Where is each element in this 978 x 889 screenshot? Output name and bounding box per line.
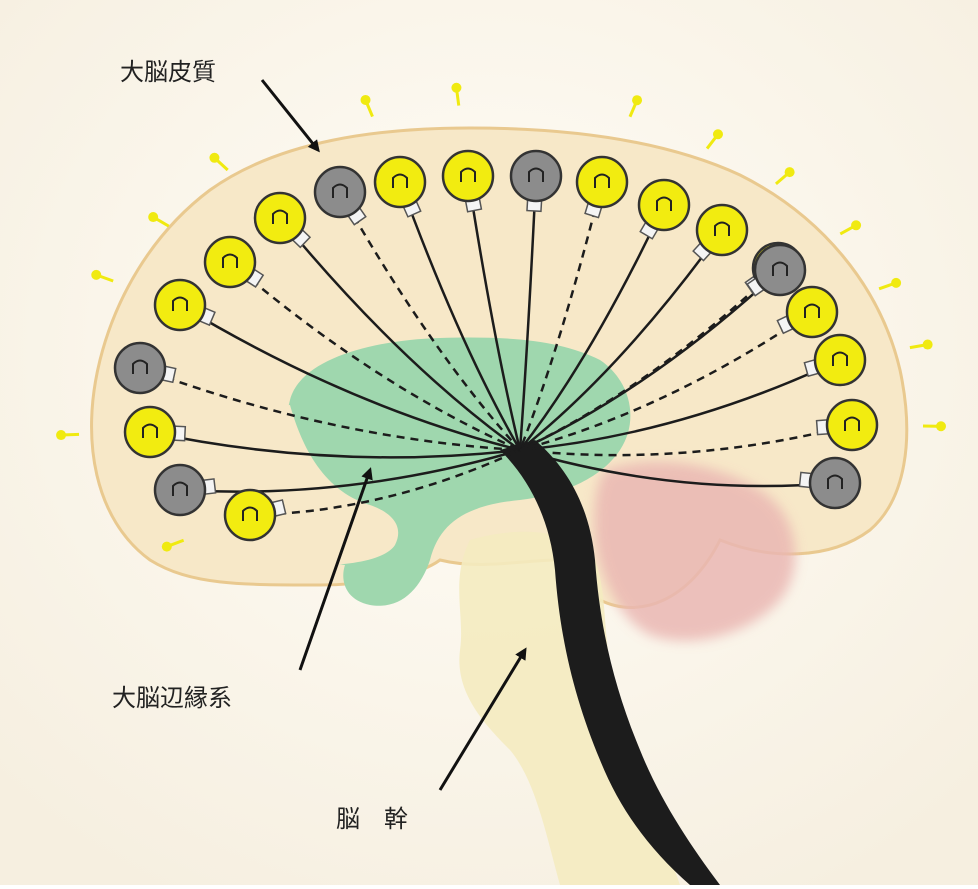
bulb-glass bbox=[155, 465, 205, 515]
bulb-glass bbox=[375, 157, 425, 207]
ray-dot bbox=[209, 153, 219, 163]
cerebral-cortex-label: 大脳皮質 bbox=[120, 52, 216, 87]
ray-dot bbox=[851, 220, 861, 230]
bulb-glass bbox=[155, 280, 205, 330]
ray-dot bbox=[148, 212, 158, 222]
bulb-glass bbox=[639, 180, 689, 230]
ray-dot bbox=[923, 340, 933, 350]
bulb-glass bbox=[115, 343, 165, 393]
bulb-glass bbox=[697, 205, 747, 255]
ray-dot bbox=[162, 542, 172, 552]
ray-dot bbox=[56, 430, 66, 440]
bulb-glass bbox=[443, 151, 493, 201]
bulb-glass bbox=[511, 151, 561, 201]
bulb-glass bbox=[787, 287, 837, 337]
bulb-glass bbox=[577, 157, 627, 207]
ray-dot bbox=[632, 95, 642, 105]
ray-dot bbox=[891, 278, 901, 288]
bulb-glass bbox=[125, 407, 175, 457]
ray-dot bbox=[361, 95, 371, 105]
ray-dot bbox=[91, 270, 101, 280]
bulb-glass bbox=[225, 490, 275, 540]
bulb-glass bbox=[255, 193, 305, 243]
brainstem-label: 脳 幹 bbox=[336, 799, 408, 834]
ray-dot bbox=[713, 129, 723, 139]
bulb-glass bbox=[810, 458, 860, 508]
bulb-glass bbox=[755, 245, 805, 295]
limbic-system-label: 大脳辺縁系 bbox=[112, 678, 232, 713]
bulb-glass bbox=[815, 335, 865, 385]
ray-dot bbox=[785, 167, 795, 177]
ray-dot bbox=[451, 83, 461, 93]
ray-dot bbox=[936, 421, 946, 431]
bulb-glass bbox=[205, 237, 255, 287]
bulb-glass bbox=[827, 400, 877, 450]
bulb-glass bbox=[315, 167, 365, 217]
ray-stem bbox=[457, 92, 459, 106]
